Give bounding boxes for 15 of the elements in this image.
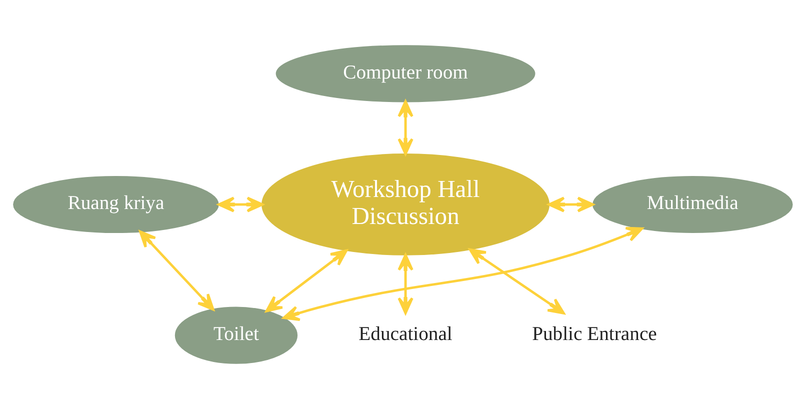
arrow (139, 230, 214, 311)
node-ellipse: Computer room (276, 45, 536, 102)
arrow (398, 254, 414, 314)
node-ellipse: Ruang kriya (13, 176, 219, 234)
arrow (218, 196, 264, 212)
node-ellipse: Workshop Hall Discussion (262, 154, 550, 256)
arrow (468, 248, 565, 314)
arrow (282, 226, 644, 321)
node-text: Public Entrance (532, 324, 657, 345)
arrow (548, 196, 594, 212)
arrow (265, 249, 348, 312)
node-ellipse: Toilet (174, 306, 298, 364)
node-ellipse: Multimedia (592, 176, 793, 234)
node-text: Educational (358, 324, 452, 345)
arrow (398, 100, 414, 156)
